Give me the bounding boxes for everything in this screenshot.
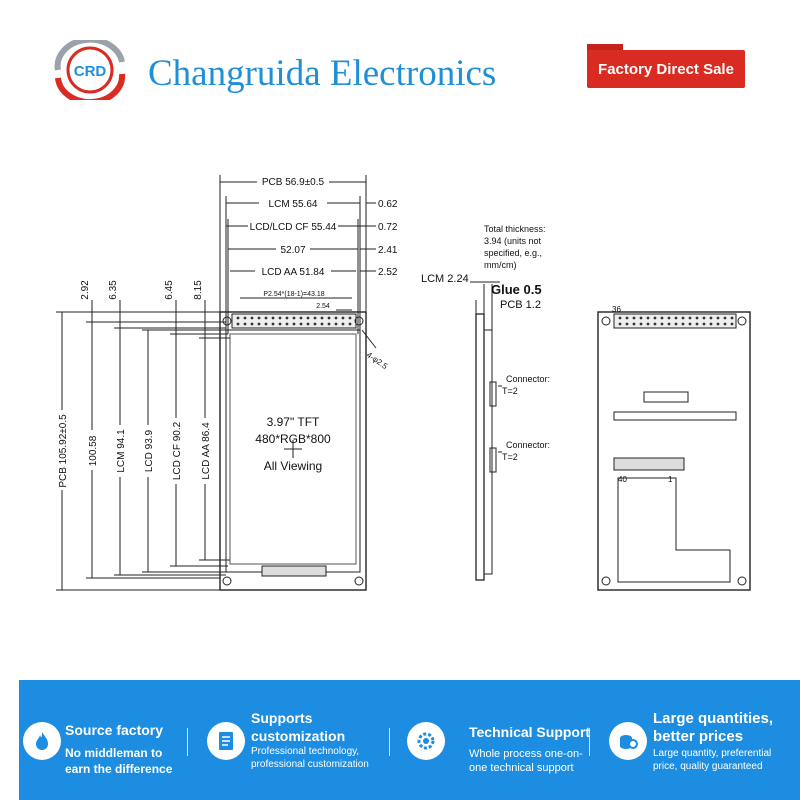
feature-desc-line: professional customization <box>251 759 369 770</box>
document-icon <box>207 722 245 760</box>
lcm-thickness: LCM 2.24 <box>421 273 469 285</box>
dim-pin-spacing: 2.54 <box>316 303 330 310</box>
side-connector <box>489 447 497 473</box>
right-offset-4: 2.52 <box>378 267 398 278</box>
back-chip <box>613 411 737 421</box>
feature-title: Technical Support <box>469 724 591 740</box>
side-pcb <box>475 313 485 581</box>
feature-title-line: customization <box>251 728 346 744</box>
dim-lcd-aa-width: LCD AA 51.84 <box>262 267 325 278</box>
dim-lcd-height: LCD 93.9 <box>144 429 155 472</box>
back-pin-1: 1 <box>668 475 673 484</box>
top-offset-4: 8.15 <box>193 280 204 300</box>
feature-large-quantities: Large quantities, better prices Large qu… <box>607 680 797 800</box>
front-fpc <box>261 565 327 577</box>
front-active-area <box>229 333 357 565</box>
divider <box>187 728 188 756</box>
company-name: Changruida Electronics <box>148 53 497 94</box>
feature-desc-line: Large quantity, preferential <box>653 748 772 759</box>
back-header-pins <box>618 316 734 326</box>
connector-1-t: T=2 <box>502 386 518 396</box>
feature-desc-line: earn the difference <box>65 762 173 776</box>
dim-lcm-width: LCM 55.64 <box>269 199 318 210</box>
total-thickness-4: mm/cm) <box>484 260 517 270</box>
front-header-pins <box>236 316 352 326</box>
feature-customization: Supports customization Professional tech… <box>205 680 395 800</box>
back-mount-hole <box>601 316 611 326</box>
top-offset-3: 6.45 <box>164 280 175 300</box>
back-mount-hole <box>737 316 747 326</box>
back-mount-hole <box>737 576 747 586</box>
dim-lcd-cf-width: LCD/LCD CF 55.44 <box>250 222 337 233</box>
factory-direct-sale-badge: Factory Direct Sale <box>587 50 745 88</box>
right-offset-2: 0.72 <box>378 222 398 233</box>
feature-title: Source factory <box>65 722 164 738</box>
right-offset-3: 2.41 <box>378 245 398 256</box>
right-offset-1: 0.62 <box>378 199 398 210</box>
back-connector <box>643 391 689 403</box>
logo: CRD <box>50 36 130 106</box>
back-fpc-cable <box>617 477 731 583</box>
dim-pcb-height: PCB 105.92±0.5 <box>58 414 69 488</box>
logo-text: CRD <box>74 63 107 80</box>
front-pin-header <box>231 313 357 329</box>
viewing-angle: All Viewing <box>264 459 322 473</box>
feature-title-line: Supports <box>251 710 313 726</box>
mount-hole <box>222 316 232 326</box>
divider <box>389 728 390 756</box>
mount-hole <box>354 316 364 326</box>
dim-lcm-height: LCM 94.1 <box>116 429 127 473</box>
coins-icon <box>609 722 647 760</box>
connector-1-label: Connector: <box>506 374 550 384</box>
hole-label: 4-φ2.5 <box>365 350 390 371</box>
feature-technical-support: Technical Support Whole process one-on- … <box>405 680 595 800</box>
front-pcb-outline <box>219 311 367 591</box>
connector-2-label: Connector: <box>506 440 550 450</box>
dim-height-2: 100.58 <box>88 435 99 466</box>
back-pin-header <box>613 313 737 329</box>
total-thickness-2: 3.94 (units not <box>484 236 542 246</box>
feature-title-line: Large quantities, <box>653 710 774 727</box>
features-banner: Source factory No middleman to earn the … <box>19 680 800 800</box>
dim-lcd-aa-height: LCD AA 86.4 <box>201 422 212 480</box>
side-lcm <box>483 329 493 575</box>
resolution: 480*RGB*800 <box>255 432 331 446</box>
back-pcb-outline <box>597 311 751 591</box>
technical-drawing: PCB 56.9±0.5 LCM 55.64 LCD/LCD CF 55.44 … <box>56 175 751 591</box>
divider <box>589 728 590 756</box>
back-pin-36: 36 <box>612 305 621 314</box>
glue-thickness: Glue 0.5 <box>491 282 542 297</box>
feature-desc-line: price, quality guaranteed <box>653 761 763 772</box>
dim-pin-pitch: P2.54*(18-1)=43.18 <box>263 291 324 298</box>
gear-icon <box>407 722 445 760</box>
dim-inner-width: 52.07 <box>280 245 305 256</box>
feature-title-line: better prices <box>653 728 744 745</box>
dim-pcb-width: PCB 56.9±0.5 <box>262 177 325 188</box>
connector-2-t: T=2 <box>502 452 518 462</box>
dim-lcd-cf-height: LCD CF 90.2 <box>172 421 183 480</box>
pcb-thickness: PCB 1.2 <box>500 299 541 311</box>
mount-hole <box>354 576 364 586</box>
top-offset-2: 6.35 <box>108 280 119 300</box>
feature-desc-line: Whole process one-on- <box>469 748 583 760</box>
back-fpc-connector <box>613 457 685 471</box>
back-pin-40: 40 <box>618 475 627 484</box>
flame-icon <box>23 722 61 760</box>
side-connector <box>489 381 497 407</box>
top-offset-1: 2.92 <box>80 280 91 300</box>
feature-source-factory: Source factory No middleman to earn the … <box>19 680 199 800</box>
feature-desc-line: No middleman to <box>65 746 163 760</box>
total-thickness-1: Total thickness: <box>484 224 546 234</box>
feature-desc-line: one technical support <box>469 762 574 774</box>
mount-hole <box>222 576 232 586</box>
back-mount-hole <box>601 576 611 586</box>
feature-desc-line: Professional technology, <box>251 746 360 757</box>
display-size: 3.97" TFT <box>267 415 320 429</box>
total-thickness-3: specified, e.g., <box>484 248 542 258</box>
